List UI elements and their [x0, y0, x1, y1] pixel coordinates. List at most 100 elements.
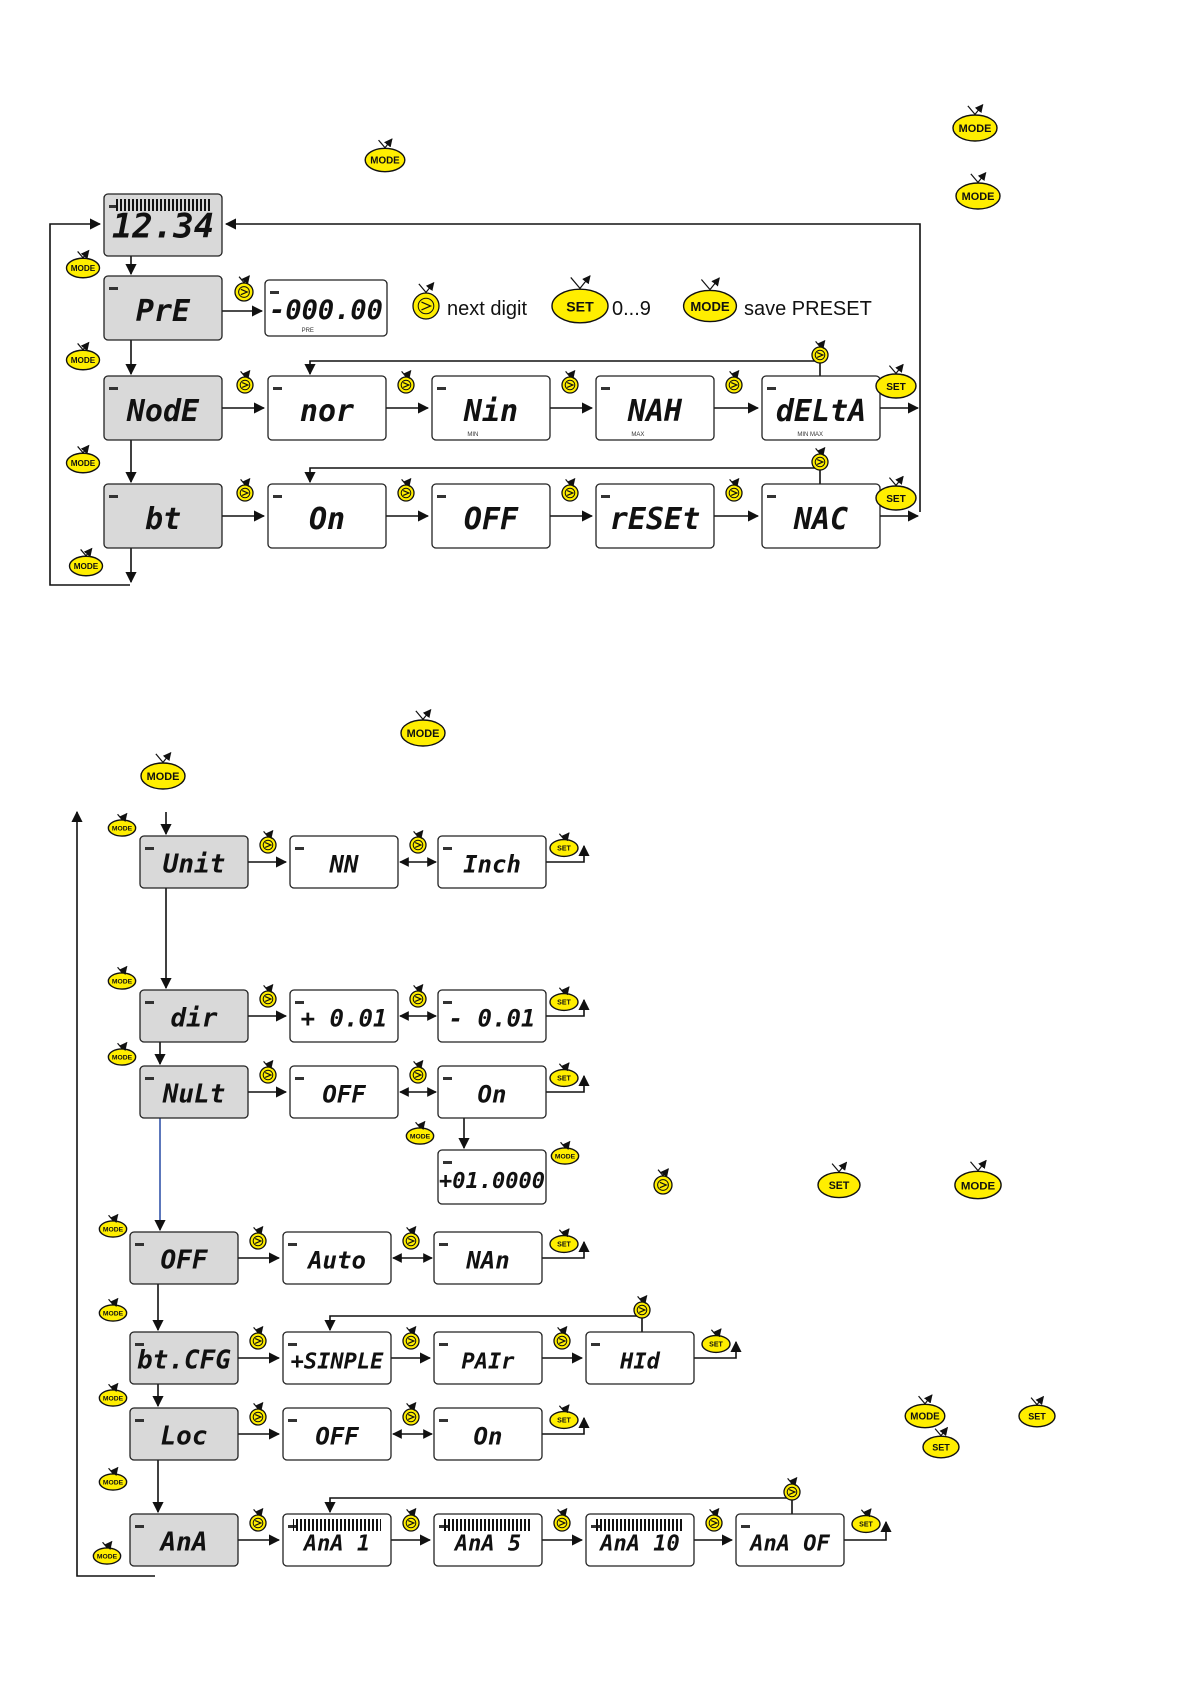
arrow-button-icon[interactable] [725, 369, 743, 394]
arrow-button-icon[interactable] [409, 829, 427, 854]
arrow-button-icon[interactable] [236, 369, 254, 394]
unit-option: Inch [437, 835, 547, 889]
minus-segment-icon [443, 847, 452, 850]
minus-segment-icon [295, 1077, 304, 1080]
arrow-button-icon[interactable] [409, 1059, 427, 1084]
off-set-exit [542, 1240, 590, 1259]
mode-button-icon[interactable]: MODE [952, 103, 998, 142]
btcfg-option-frame [585, 1331, 695, 1385]
press-indicator-icon [710, 1328, 722, 1338]
minus-segment-icon [288, 1243, 297, 1246]
arrow-button-icon[interactable] [561, 369, 579, 394]
arrow-button-icon[interactable] [259, 1059, 277, 1084]
arrow-button-icon[interactable] [633, 1294, 651, 1319]
arrow-button-icon[interactable] [553, 1325, 571, 1350]
set-button-icon[interactable]: SET [549, 1228, 579, 1254]
mode-button-icon[interactable]: MODE [405, 1120, 435, 1145]
set-button-icon[interactable]: SET [875, 475, 917, 511]
mode-button-icon[interactable]: MODE [107, 812, 137, 837]
arrow-button-icon[interactable] [397, 369, 415, 394]
set-button-icon[interactable]: SET [1018, 1395, 1056, 1428]
mode-button-icon[interactable]: MODE [955, 171, 1001, 210]
set-button-icon[interactable]: SET [851, 1508, 881, 1534]
press-indicator-icon [970, 171, 987, 183]
mode-button-icon-label: MODE [407, 728, 440, 740]
bt-option-frame [595, 483, 715, 549]
ana-option-text: AnA 5 [453, 1531, 521, 1556]
press-indicator-icon [570, 275, 591, 289]
arrow-button-icon[interactable] [561, 477, 579, 502]
arrow-button-icon[interactable] [249, 1225, 267, 1250]
set-button-icon[interactable]: SET [875, 363, 917, 399]
arrow-button-icon[interactable] [725, 477, 743, 502]
arrow-button-icon[interactable] [402, 1325, 420, 1350]
mode-button-icon[interactable]: MODE [98, 1213, 128, 1238]
mode-button-icon[interactable]: MODE [107, 1041, 137, 1066]
arrow-button-icon[interactable] [259, 983, 277, 1008]
arrow-button-icon[interactable] [811, 339, 829, 364]
set-button-icon[interactable]: SET [701, 1328, 731, 1354]
arrow-button-icon[interactable] [705, 1507, 723, 1532]
mode-button-icon-label: MODE [71, 459, 96, 468]
set-button-icon[interactable]: SET [551, 275, 609, 324]
menu-btcfg-text: bt.CFG [137, 1345, 231, 1375]
arrow-button-icon[interactable] [397, 477, 415, 502]
mode-button-icon[interactable]: MODE [364, 138, 406, 173]
arrow-button-icon[interactable] [236, 477, 254, 502]
arrow-button-icon[interactable] [234, 275, 254, 302]
menu-unit-text: Unit [163, 849, 226, 879]
minus-segment-icon [145, 847, 154, 850]
arrow-button-icon[interactable] [811, 446, 829, 471]
mode-button-icon[interactable]: MODE [92, 1540, 122, 1565]
arrow-button-icon[interactable] [249, 1325, 267, 1350]
mode-button-icon[interactable]: MODE [904, 1394, 946, 1429]
legend-next-digit: next digit [447, 298, 527, 320]
mode-button-icon[interactable]: MODE [65, 444, 101, 474]
set-button-icon[interactable]: SET [549, 1404, 579, 1430]
mode-button-icon[interactable]: MODE [98, 1466, 128, 1491]
arrow-button-icon[interactable] [402, 1507, 420, 1532]
press-indicator-icon [967, 103, 984, 115]
mode-button-icon[interactable]: MODE [107, 965, 137, 990]
arrow-button-icon[interactable] [553, 1507, 571, 1532]
set-button-icon[interactable]: SET [922, 1426, 960, 1459]
mode-button-icon[interactable]: MODE [954, 1159, 1002, 1200]
arrow-button-icon[interactable] [259, 829, 277, 854]
set-button-icon[interactable]: SET [817, 1161, 861, 1199]
mode-button-icon[interactable]: MODE [68, 547, 104, 577]
menu-preset: PrE [103, 275, 223, 341]
set-button-icon[interactable]: SET [549, 986, 579, 1012]
arrow-button-icon[interactable] [783, 1476, 801, 1501]
set-button-icon-shape [817, 1171, 861, 1199]
menu-mode: NodE [103, 375, 223, 441]
set-button-icon[interactable]: SET [549, 832, 579, 858]
mode-button-icon[interactable]: MODE [65, 249, 101, 279]
mode-button-icon[interactable]: MODE [98, 1297, 128, 1322]
mode-button-icon-shape [682, 289, 738, 323]
arrow-button-icon[interactable] [402, 1401, 420, 1426]
mode-button-icon[interactable]: MODE [400, 708, 446, 747]
arrow-button-icon[interactable] [249, 1507, 267, 1532]
mode-button-icon[interactable]: MODE [65, 341, 101, 371]
mode-option-text: dELtA [776, 394, 866, 429]
arrow-button-icon[interactable] [402, 1225, 420, 1250]
unit-option-text: Inch [463, 850, 521, 878]
mode-button-icon[interactable]: MODE [98, 1382, 128, 1407]
arrow-button-icon[interactable] [412, 281, 440, 320]
arrow-button-icon[interactable] [653, 1168, 673, 1195]
arrow-button-icon[interactable] [409, 983, 427, 1008]
press-indicator-icon [558, 986, 570, 996]
mode-button-icon-label: MODE [74, 562, 99, 571]
btcfg-option-frame [433, 1331, 543, 1385]
menu-mode-frame [103, 375, 223, 441]
minus-segment-icon [109, 495, 118, 498]
press-indicator-icon [406, 1507, 417, 1518]
analog-scale-bar [293, 1519, 381, 1531]
mode-button-icon[interactable]: MODE [550, 1140, 580, 1165]
mode-button-icon[interactable]: MODE [682, 277, 738, 323]
arrow-button-icon[interactable] [249, 1401, 267, 1426]
mode-button-icon[interactable]: MODE [140, 751, 186, 790]
set-button-icon[interactable]: SET [549, 1062, 579, 1088]
